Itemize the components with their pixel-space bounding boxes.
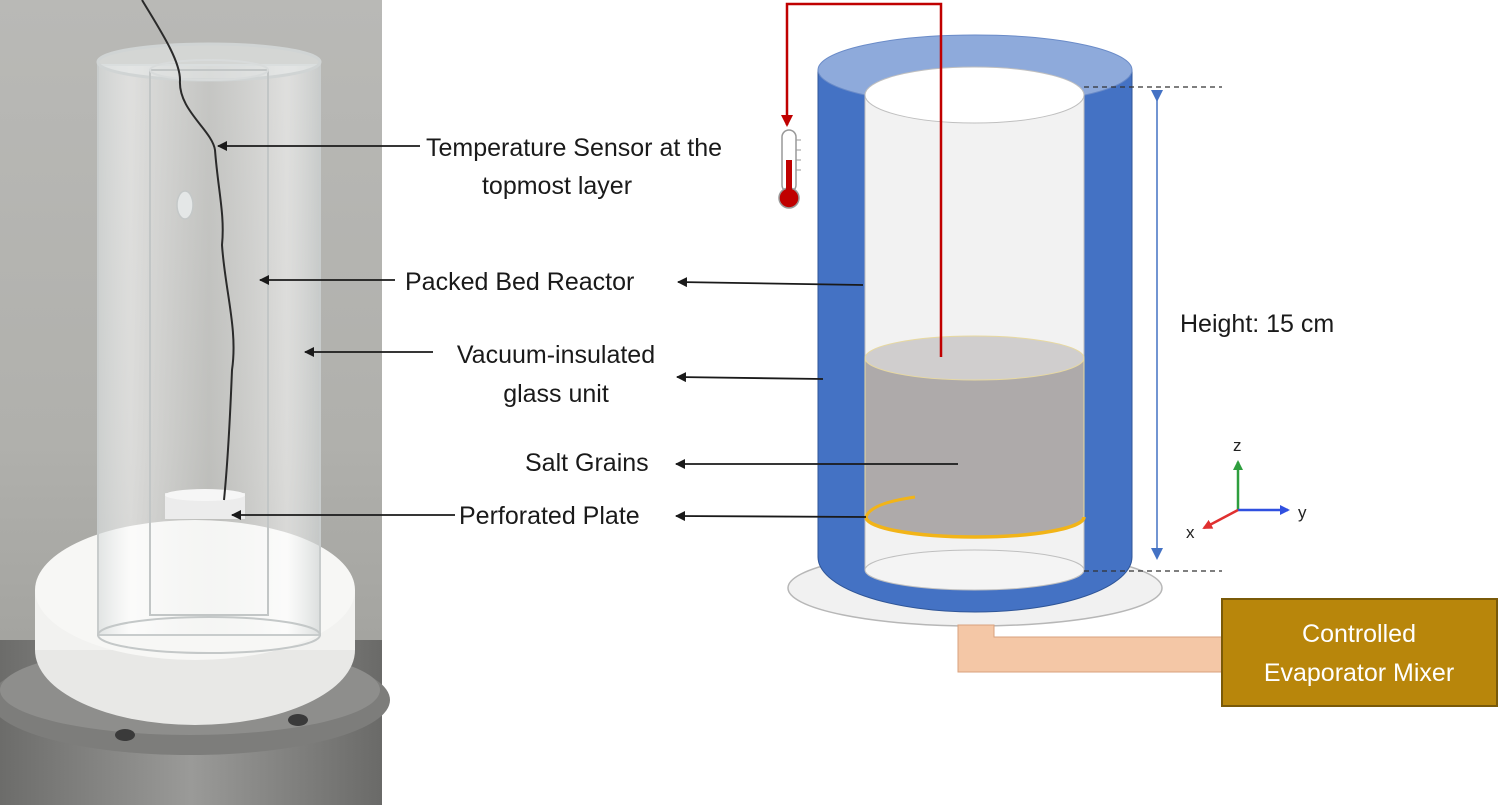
evaporator-label-1: Controlled bbox=[1302, 620, 1416, 648]
arrow-vacuum-schematic bbox=[676, 372, 824, 383]
label-height: Height: 15 cm bbox=[1180, 310, 1334, 338]
perforated-plate-ring bbox=[864, 516, 1086, 539]
axis-label-x: x bbox=[1186, 523, 1195, 542]
arrow-packed-bed-schematic bbox=[677, 277, 864, 288]
label-temperature-sensor-2: topmost layer bbox=[482, 172, 632, 200]
label-vacuum-insulated-1: Vacuum-insulated bbox=[457, 341, 655, 369]
height-dimension bbox=[1084, 86, 1222, 572]
axis-label-z: z bbox=[1233, 436, 1242, 455]
callout-arrows bbox=[217, 141, 958, 522]
gas-supply-pipe bbox=[957, 624, 1223, 673]
reactor-schematic bbox=[778, 2, 1498, 707]
axis-label-y: y bbox=[1298, 503, 1307, 522]
reactor-top-opening bbox=[864, 66, 1085, 124]
reactor-photo bbox=[0, 0, 390, 805]
sensor-wire bbox=[781, 2, 943, 357]
salt-grains-bed bbox=[865, 358, 1084, 518]
evaporator-label-2: Evaporator Mixer bbox=[1264, 659, 1454, 687]
label-salt-grains: Salt Grains bbox=[525, 449, 649, 477]
evaporator-mixer-box bbox=[1221, 598, 1498, 707]
label-packed-bed-reactor: Packed Bed Reactor bbox=[405, 268, 634, 296]
label-vacuum-insulated-2: glass unit bbox=[503, 380, 609, 408]
arrow-perforated-plate-schematic bbox=[675, 511, 867, 522]
label-temperature-sensor-1: Temperature Sensor at the bbox=[426, 134, 722, 162]
thermometer-icon bbox=[778, 129, 801, 209]
xyz-axes-icon bbox=[1202, 460, 1290, 530]
label-perforated-plate: Perforated Plate bbox=[459, 502, 640, 530]
